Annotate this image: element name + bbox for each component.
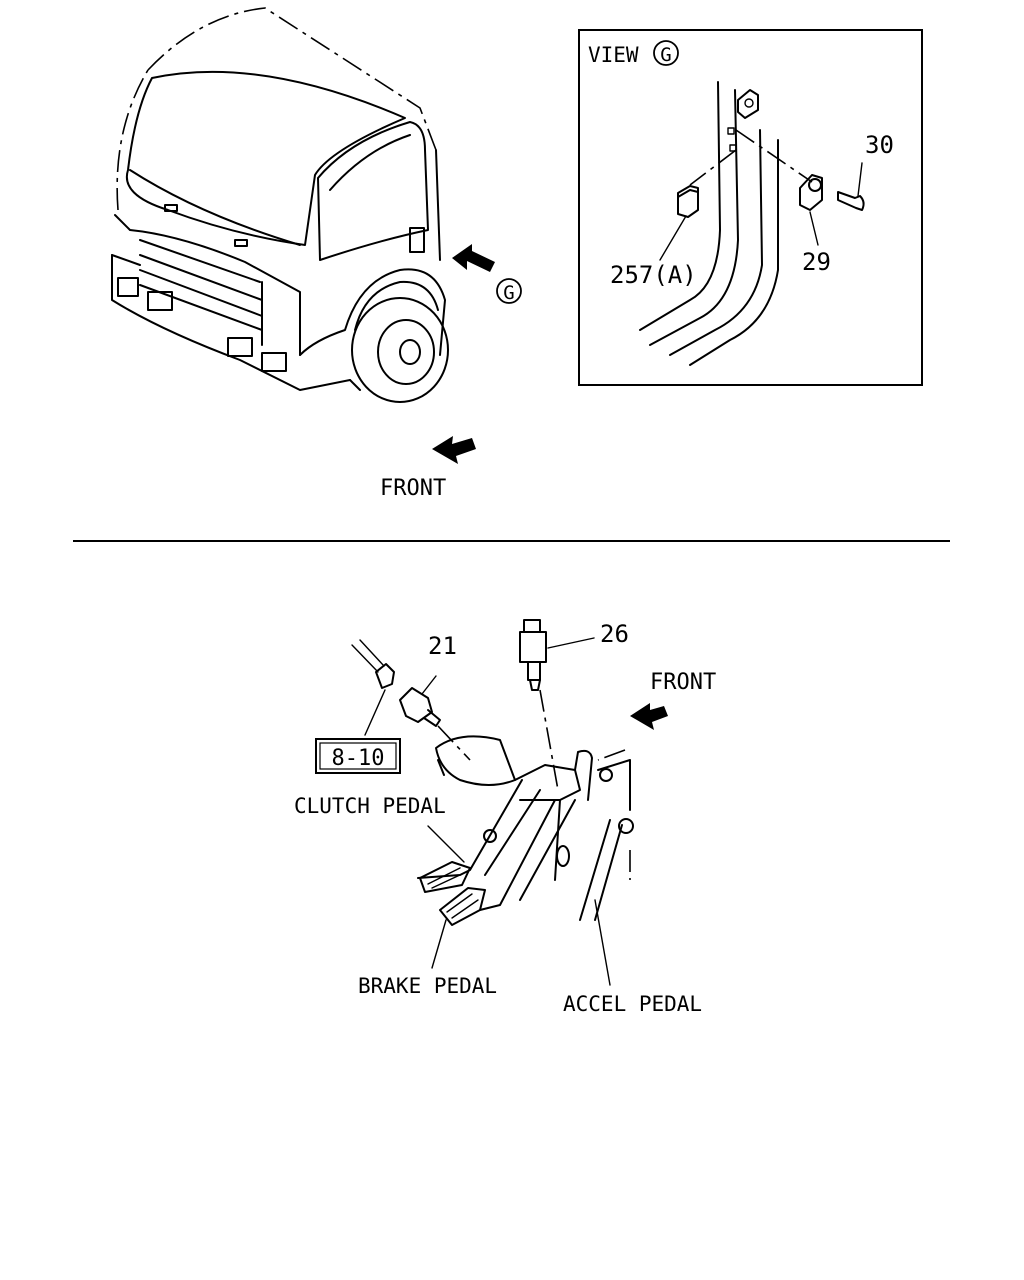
front-arrow-icon-bottom [630,703,668,730]
part-label-29: 29 [802,248,831,276]
view-marker-label: G [503,282,514,304]
truck-cab-illustration [111,7,449,403]
reference-label: 8-10 [332,746,385,771]
view-box-marker-circle [653,40,679,66]
part-label-21: 21 [428,632,457,660]
front-label-top: FRONT [380,476,446,501]
view-box-title: VIEW [588,43,639,67]
front-arrow-icon [432,436,476,464]
view-marker-circle [496,278,522,304]
brake-pedal-label: BRAKE PEDAL [358,974,497,998]
view-g-box: VIEW G 30 29 257(A) [578,29,923,386]
pedal-assembly-illustration [351,619,634,986]
clutch-pedal-label: CLUTCH PEDAL [294,794,446,818]
part-label-257a: 257(A) [610,261,697,289]
view-box-marker-label: G [660,44,671,66]
reference-box [315,738,401,774]
view-direction-arrow-icon [452,244,495,272]
accel-pedal-label: ACCEL PEDAL [563,992,702,1016]
front-label-bottom: FRONT [650,670,716,695]
part-label-26: 26 [600,620,629,648]
part-label-30: 30 [865,131,894,159]
